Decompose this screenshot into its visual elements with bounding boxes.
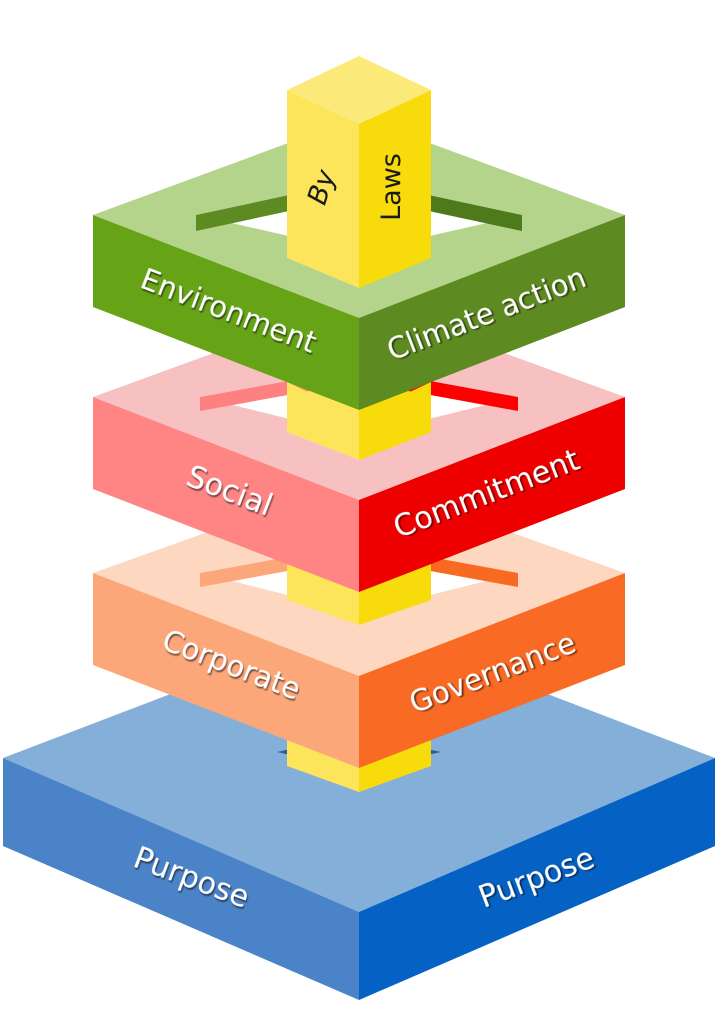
pillar-mid-2 (287, 560, 431, 625)
environment-right-face (359, 215, 625, 410)
pillar-left-face-upper (287, 90, 359, 288)
pillar-right-face-upper (359, 90, 431, 288)
governance-left-face (93, 573, 359, 768)
laws-label: Laws (376, 153, 407, 221)
social-left-face (93, 397, 359, 592)
pillar-left-face-mid-1 (287, 382, 359, 460)
environment-top-face (93, 117, 625, 318)
pillar-top: By Laws (287, 56, 431, 288)
governance-right-face (359, 573, 625, 768)
pillar-mid-1 (287, 382, 431, 460)
pillar-top-face (287, 56, 431, 124)
pillar-left-face-mid-2 (287, 560, 359, 625)
pillar-right-face-mid-2 (359, 560, 431, 625)
environment-left-face (93, 215, 359, 410)
purpose-right-face (359, 758, 715, 1000)
social-right-face (359, 397, 625, 592)
purpose-left-face (3, 758, 359, 1000)
pillar-right-face-mid-1 (359, 382, 431, 460)
